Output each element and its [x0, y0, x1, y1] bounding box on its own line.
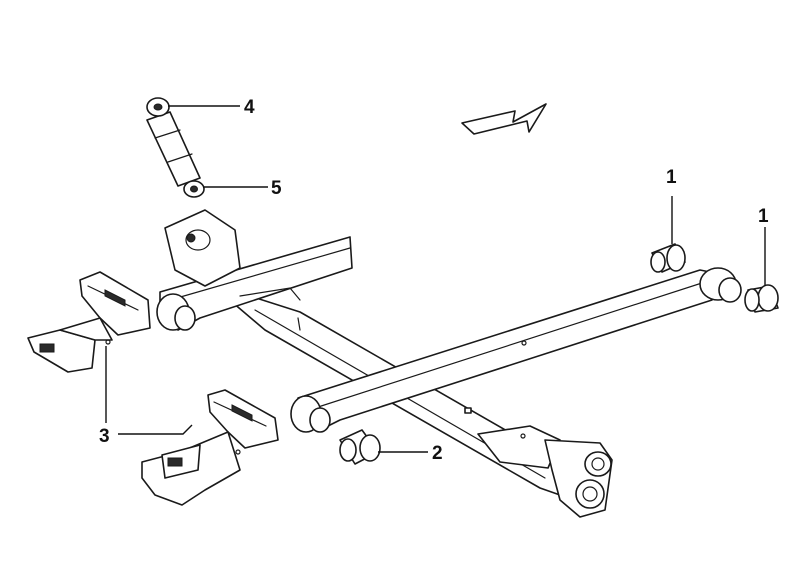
- left-leaf-spring: [156, 209, 353, 331]
- callout-3: 3: [99, 426, 110, 447]
- bracket-3-lower: [141, 389, 279, 506]
- callout-5: 5: [271, 178, 282, 199]
- callout-1a: 1: [666, 167, 677, 188]
- leader-lines: [105, 105, 766, 453]
- bushing-1b: [744, 284, 779, 313]
- callout-4: 4: [244, 97, 255, 118]
- bushing-1a: [650, 243, 686, 273]
- callout-2: 2: [432, 443, 443, 464]
- arrow-up-right-icon: [461, 103, 547, 135]
- shock-absorber: [146, 97, 205, 198]
- bushing-2: [339, 429, 381, 465]
- right-leaf-spring: [290, 267, 742, 433]
- callout-1b: 1: [758, 206, 769, 227]
- bracket-3-upper: [27, 271, 151, 373]
